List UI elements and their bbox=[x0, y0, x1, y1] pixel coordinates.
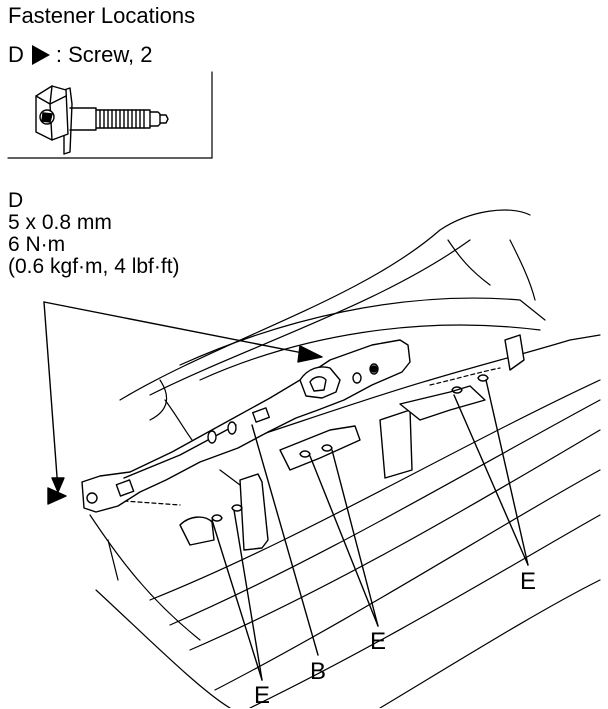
clip-slots bbox=[211, 374, 489, 522]
callout-b: B bbox=[310, 658, 327, 685]
spec-torque: 6 N·m bbox=[8, 233, 66, 256]
spec-size: 5 x 0.8 mm bbox=[8, 211, 112, 234]
trim-bracket bbox=[81, 339, 411, 513]
diagram-title: Fastener Locations bbox=[8, 3, 196, 28]
fastener-legend: D : Screw, 2 bbox=[8, 42, 152, 68]
spec-torque-alt: (0.6 kgf·m, 4 lbf·ft) bbox=[8, 255, 180, 278]
screw-location-pointers bbox=[43, 301, 323, 505]
spec-code: D bbox=[8, 189, 24, 212]
screw-icon bbox=[35, 85, 169, 155]
callout-e-bottom: E bbox=[254, 682, 271, 709]
legend-code: D bbox=[8, 42, 24, 67]
torque-spec: D 5 x 0.8 mm 6 N·m (0.6 kgf·m, 4 lbf·ft) bbox=[8, 190, 180, 278]
legend-box bbox=[7, 71, 213, 159]
clip-brackets bbox=[179, 334, 525, 551]
legend-text: : Screw, 2 bbox=[55, 42, 153, 67]
triangle-pointer-icon bbox=[31, 45, 50, 65]
callout-e-middle: E bbox=[370, 628, 387, 655]
callout-leaders bbox=[211, 379, 529, 681]
vehicle-body bbox=[89, 209, 601, 708]
callout-e-right: E bbox=[520, 568, 537, 595]
